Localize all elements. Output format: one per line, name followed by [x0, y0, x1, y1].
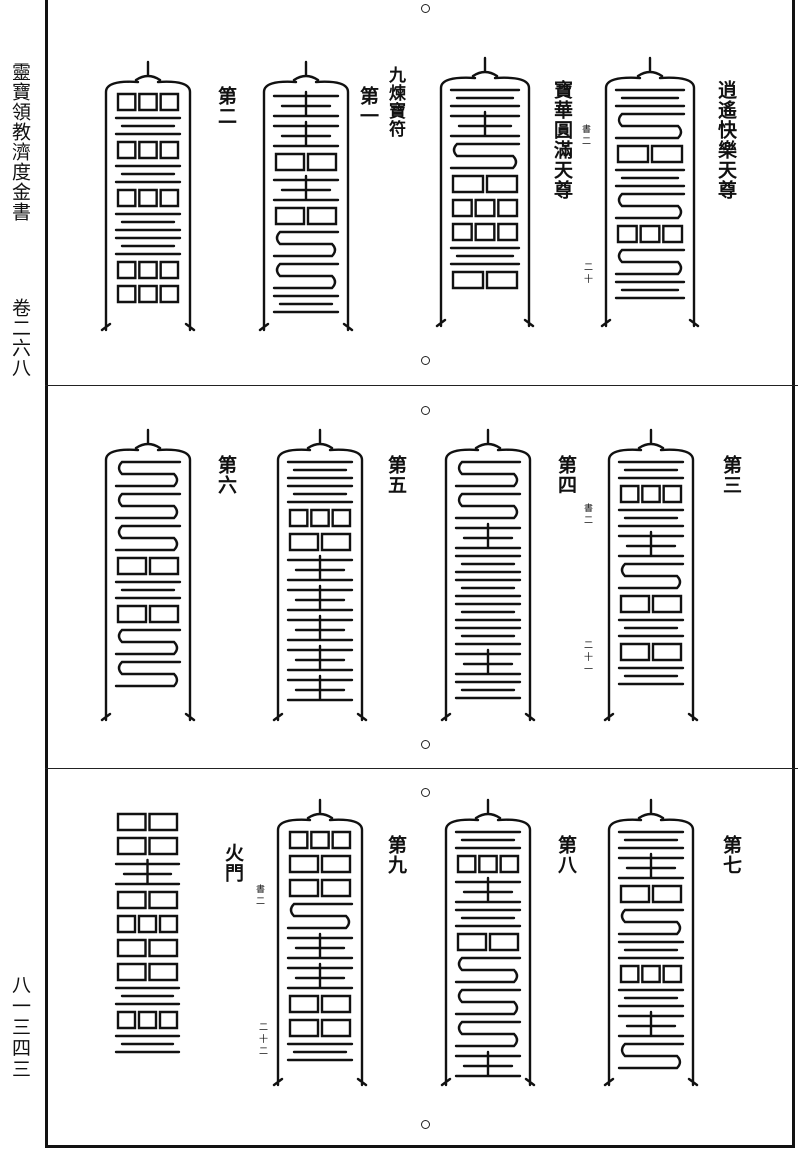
leaf-number: 二十 — [582, 262, 592, 286]
talisman-seal-2 — [435, 56, 535, 328]
label-fourth: 第四 — [555, 455, 577, 495]
label-eighth: 第八 — [555, 835, 577, 875]
page-marker-circle — [421, 356, 430, 365]
talisman-strokes — [114, 812, 181, 1054]
caption-xiaoyao-tianzun: 逍遙快樂天尊 — [715, 80, 737, 200]
talisman-seal-6 — [440, 428, 536, 722]
talisman-strokes — [100, 428, 196, 722]
talisman-strokes — [258, 60, 354, 332]
volume-number: 卷二六八 — [9, 298, 31, 378]
label-first: 第一 — [357, 86, 379, 126]
leaf-number: 二十一 — [582, 640, 592, 676]
label-ninth: 第九 — [385, 835, 407, 875]
label-seventh: 第七 — [720, 835, 742, 875]
talisman-strokes — [603, 428, 699, 722]
talisman-seal-12 — [114, 812, 181, 1054]
label-sixth: 第六 — [215, 455, 237, 495]
talisman-strokes — [440, 428, 536, 722]
section-divider — [45, 768, 798, 769]
talisman-strokes — [272, 428, 368, 722]
caption-fire-gate: 火門 — [222, 843, 244, 883]
section-divider — [45, 385, 798, 386]
page-marker-circle — [421, 406, 430, 415]
talisman-strokes — [272, 798, 368, 1087]
talisman-strokes — [100, 60, 196, 332]
talisman-seal-8 — [100, 428, 196, 722]
talisman-strokes — [603, 798, 699, 1087]
talisman-seal-5 — [603, 428, 699, 722]
page-marker-circle — [421, 4, 430, 13]
label-third: 第三 — [720, 455, 742, 495]
page-number: 八一三四三 — [9, 975, 31, 1080]
book-title: 靈寶領教濟度金書 — [9, 62, 31, 222]
page-frame — [45, 0, 795, 1148]
label-fifth: 第五 — [385, 455, 407, 495]
talisman-seal-7 — [272, 428, 368, 722]
group-title: 九煉寶符 — [385, 66, 405, 138]
page-marker-circle — [421, 1120, 430, 1129]
label-second: 第二 — [215, 86, 237, 126]
talisman-seal-11 — [272, 798, 368, 1087]
leaf-note: 書二 — [582, 503, 592, 527]
page-marker-circle — [421, 788, 430, 797]
talisman-seal-4 — [100, 60, 196, 332]
talisman-seal-3 — [258, 60, 354, 332]
caption-baohua-tianzun: 寶華圓滿天尊 — [551, 80, 573, 200]
talisman-seal-10 — [440, 798, 536, 1087]
talisman-seal-1 — [600, 56, 700, 328]
talisman-strokes — [600, 56, 700, 328]
leaf-note: 書二 — [254, 884, 264, 908]
talisman-strokes — [435, 56, 535, 328]
talisman-seal-9 — [603, 798, 699, 1087]
page-marker-circle — [421, 740, 430, 749]
leaf-number: 二十二 — [257, 1022, 267, 1058]
talisman-strokes — [440, 798, 536, 1087]
leaf-note: 書二 — [580, 124, 590, 148]
